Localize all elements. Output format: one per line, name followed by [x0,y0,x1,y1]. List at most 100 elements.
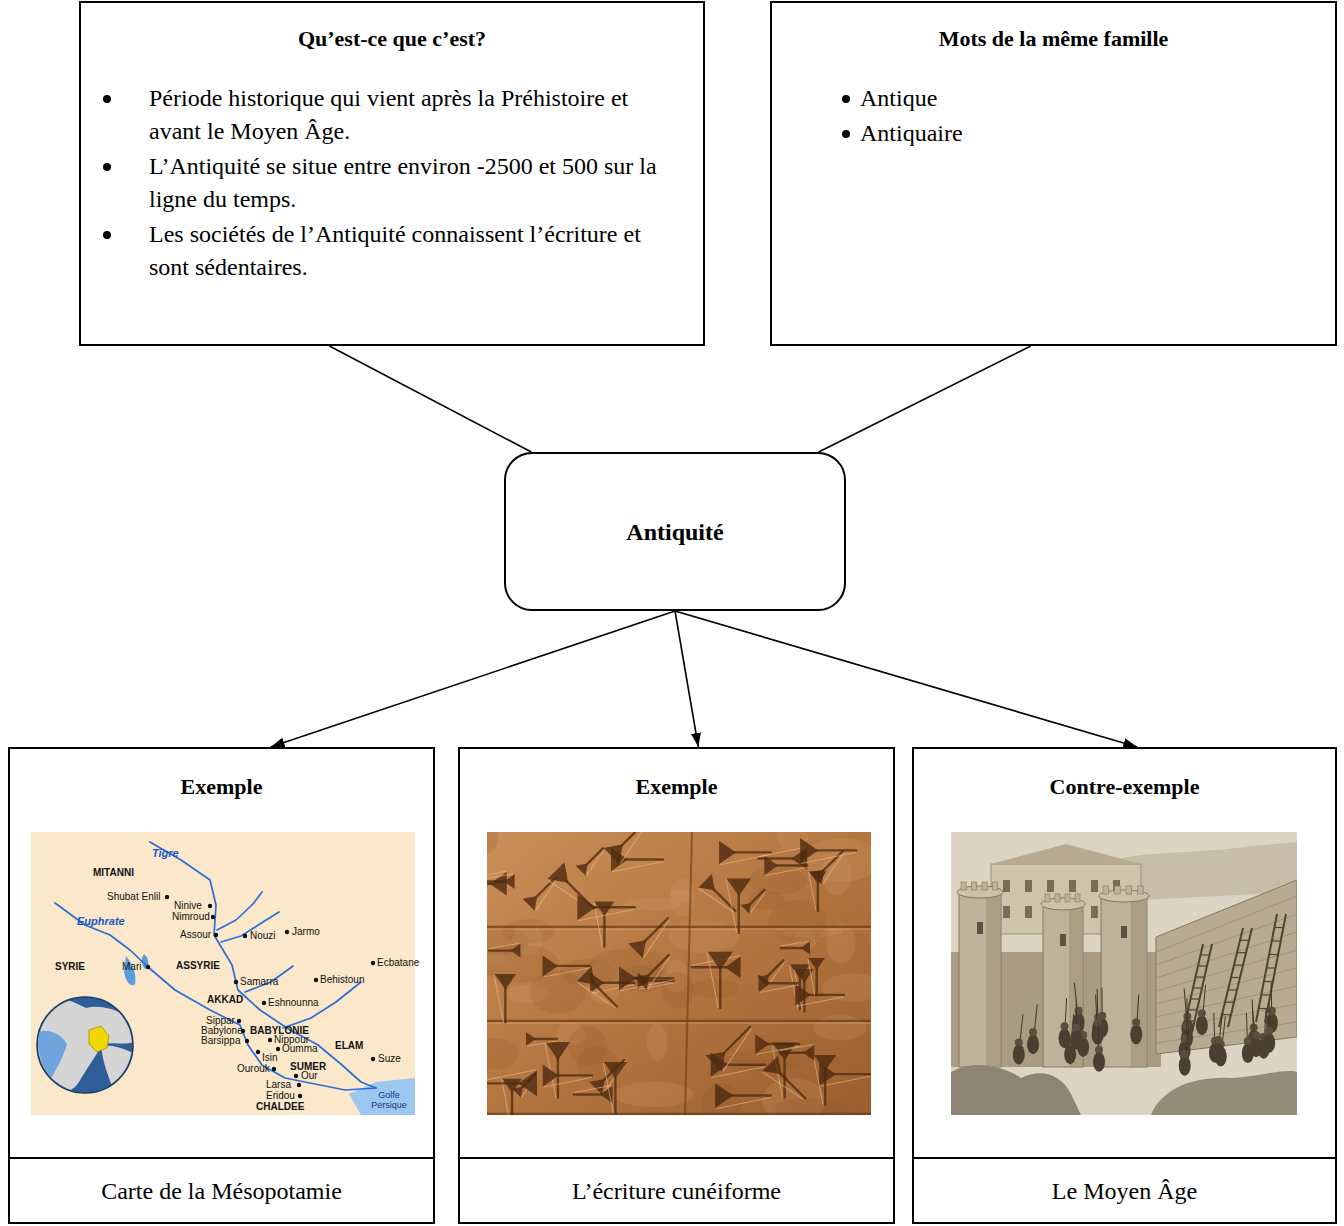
wedge-tail [487,880,505,882]
wedge-light [638,920,676,958]
cuneiform-wedge [813,1055,836,1105]
connector-line [819,346,1031,452]
bullet-dot [103,95,111,103]
caption-band: Carte de la Mésopotamie [10,1157,433,1222]
cuneiform-wedge [719,841,771,865]
soldier-head [1214,1036,1222,1044]
wedge-tail [781,947,802,949]
river-name: Euphrate [77,915,125,927]
ladder-rung [1240,940,1249,941]
city-dot [214,933,218,937]
connector-arrow [271,611,675,747]
river-line [150,842,376,1088]
wedge-light [716,1028,759,1071]
clay-texture [568,1027,608,1067]
arrow-slit [1121,926,1127,938]
image-caption: L’écriture cunéiforme [562,1176,791,1206]
wedge-tail [727,1064,765,1066]
ladder-rung [1269,954,1278,955]
region-name: ELAM [335,1040,363,1052]
arrow-slit [977,922,983,934]
soldier [1092,1025,1104,1045]
cuneiform-tablet [487,832,871,1115]
globe-sea [37,1031,67,1078]
stone-line [1156,986,1297,1017]
window [1069,880,1076,892]
wedge-tail [487,883,491,885]
ladder-rung [1222,1014,1231,1015]
bullet-list: Période historique qui vient après la Pr… [81,53,703,284]
tablet-rule [487,929,871,930]
city-name: Barsippa [201,1035,240,1047]
city-name: Nouzi [250,930,276,942]
wedge-tail [594,983,617,1006]
cuneiform-wedge [628,911,675,958]
window [1025,880,1032,892]
cuneiform-wedge [781,941,810,954]
cuneiform-wedge [619,966,673,991]
soldier-head [1252,1031,1260,1039]
clay-texture [668,920,740,953]
caption-band: Le Moyen Âge [914,1157,1335,1222]
wedge-tail [626,858,663,860]
wedge-tail [731,1094,770,1096]
wedge-tail [594,906,634,908]
ladder-rail [1265,914,1286,1022]
cuneiform-wedge [487,874,515,889]
tablet-rule [685,832,692,1115]
cuneiform-wedge [759,974,798,992]
wedge-tail [780,1052,804,1054]
town-roof [991,844,1141,864]
connector-arrow [675,611,698,747]
ladder-rung [1274,927,1283,928]
wedge-light [765,867,807,875]
wedge-light [544,1077,592,1087]
cuneiform-wedge [808,958,825,995]
wedge-light [781,941,809,946]
city-dot [234,980,238,984]
crenel [982,882,987,890]
wedge-light [489,943,519,948]
tower-shade [1069,904,1083,1067]
wedge-tail [738,894,740,932]
wedge-light [747,891,769,913]
crenel [1065,894,1070,902]
city-dot [294,1074,298,1078]
wedge-tail [535,1038,557,1040]
wedge-tail [824,851,843,870]
map-ground [31,832,415,1115]
soldier-head [1265,1027,1273,1035]
city-name: Ecbatane [377,957,419,969]
crenel [993,882,998,890]
wedge-tail [574,1093,601,1095]
soldier-head [1132,1018,1140,1026]
ladder-rung [1198,965,1207,966]
cuneiform-wedge [489,943,520,957]
city-name: Oumma [282,1043,318,1055]
bullet-text: Les sociétés de l’Antiquité connaissent … [149,218,665,284]
cuneiform-wedge [543,955,590,977]
soldier [1070,1030,1082,1050]
city-dot [314,978,318,982]
caption-band: L’écriture cunéiforme [460,1157,893,1222]
cuneiform-wedge [795,984,844,1006]
tower-shade [1131,896,1147,1067]
ladder-rung [1261,994,1270,995]
city-name: Isin [262,1052,278,1064]
city-dot [237,1019,241,1023]
city-dot [297,1083,301,1087]
city-dot [268,1038,272,1042]
soldier [1130,1024,1142,1044]
clay-texture [614,1082,694,1108]
gulf-water [349,1078,415,1115]
city-dot [243,934,247,938]
cuneiform-wedge [762,1055,813,1106]
tablet-rule [487,1113,871,1115]
ladder-rung [1237,952,1246,953]
bullet-item: Les sociétés de l’Antiquité connaissent … [81,218,703,284]
sky [951,832,1297,1115]
wedge-light [707,953,718,1008]
image-caption: Carte de la Mésopotamie [91,1176,352,1206]
window [1025,906,1032,918]
card-heading: Exemple [468,773,885,801]
